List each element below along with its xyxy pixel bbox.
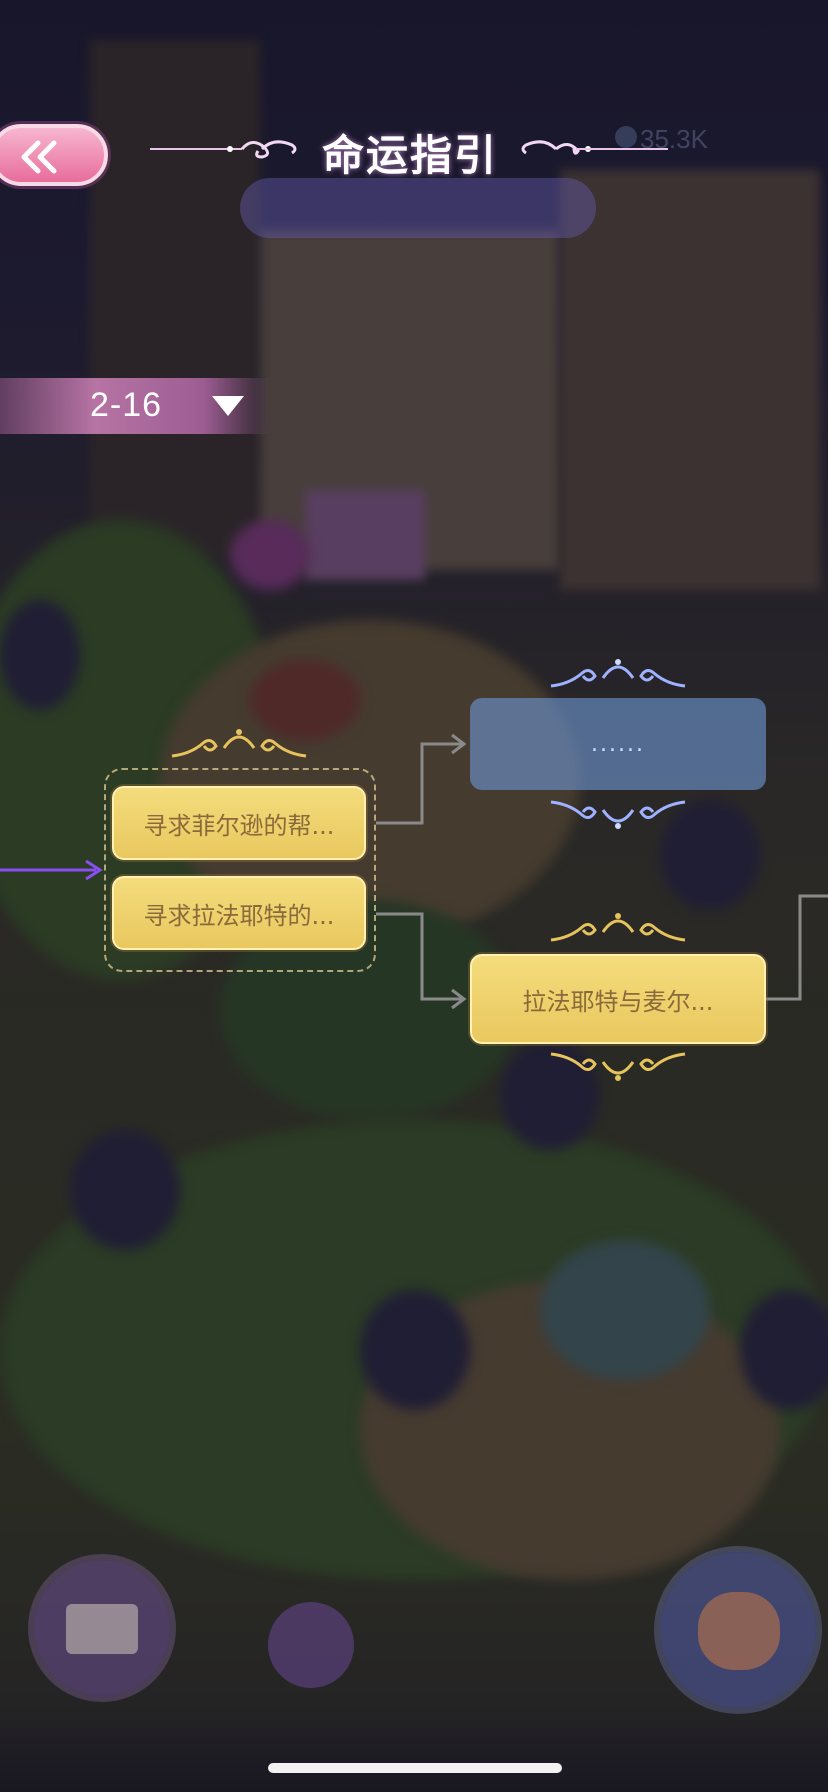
next-flourish-bottom-icon (550, 1052, 686, 1081)
title-bar: 命运指引 (140, 118, 680, 180)
next-story-node[interactable]: 拉法耶特与麦尔... (470, 954, 766, 1044)
castle-left (90, 40, 260, 560)
double-chevron-left-icon (21, 140, 57, 174)
stage-marker-2-18 (500, 1040, 600, 1150)
pet-face-icon (698, 1592, 780, 1670)
diamond-icon (615, 126, 637, 148)
flowers-red (250, 660, 360, 740)
stage-marker-2-17 (740, 1290, 828, 1410)
chapter-label: 2-16 (90, 386, 163, 424)
storybook-button[interactable] (34, 1560, 170, 1696)
title-flourish-left-icon (150, 140, 297, 159)
stage-marker-2-21 (660, 800, 760, 910)
flowers-pink (230, 520, 310, 590)
choice-node-2-label: 寻求拉法耶特的... (143, 901, 335, 930)
stage-marker-2-15 (70, 1130, 180, 1250)
stage-marker-2-16 (360, 1290, 470, 1410)
title-flourish-right-icon (521, 140, 668, 155)
locked-flourish-top-icon (550, 659, 686, 688)
locked-flourish-bottom-icon (550, 800, 686, 829)
triangle-down-icon (212, 396, 244, 416)
pet-button[interactable] (660, 1552, 816, 1708)
choice-node-1-label: 寻求菲尔逊的帮... (143, 811, 335, 840)
choice-flourish-top-icon (171, 729, 307, 758)
choice-node-1[interactable]: 寻求菲尔逊的帮... (112, 786, 366, 860)
currency-value: 35.3K (640, 124, 708, 154)
fountain (540, 1240, 710, 1380)
chapter-dropdown[interactable]: 2-16 (0, 378, 270, 434)
page-title: 命运指引 (321, 131, 498, 180)
locked-story-node-label: ...... (591, 731, 645, 757)
castle-right (560, 170, 820, 590)
choice-node-2[interactable]: 寻求拉法耶特的... (112, 876, 366, 950)
next-flourish-top-icon (550, 913, 686, 942)
castle-door (305, 490, 425, 580)
book-icon (66, 1604, 138, 1654)
chapter-banner (240, 178, 596, 238)
secondary-button[interactable] (268, 1602, 354, 1688)
choice-group (104, 768, 376, 972)
home-indicator (268, 1763, 562, 1773)
next-story-node-label: 拉法耶特与麦尔... (522, 987, 714, 1016)
back-button[interactable] (0, 124, 108, 186)
stage-marker-2-20 (0, 600, 80, 710)
locked-story-node[interactable]: ...... (470, 698, 766, 790)
